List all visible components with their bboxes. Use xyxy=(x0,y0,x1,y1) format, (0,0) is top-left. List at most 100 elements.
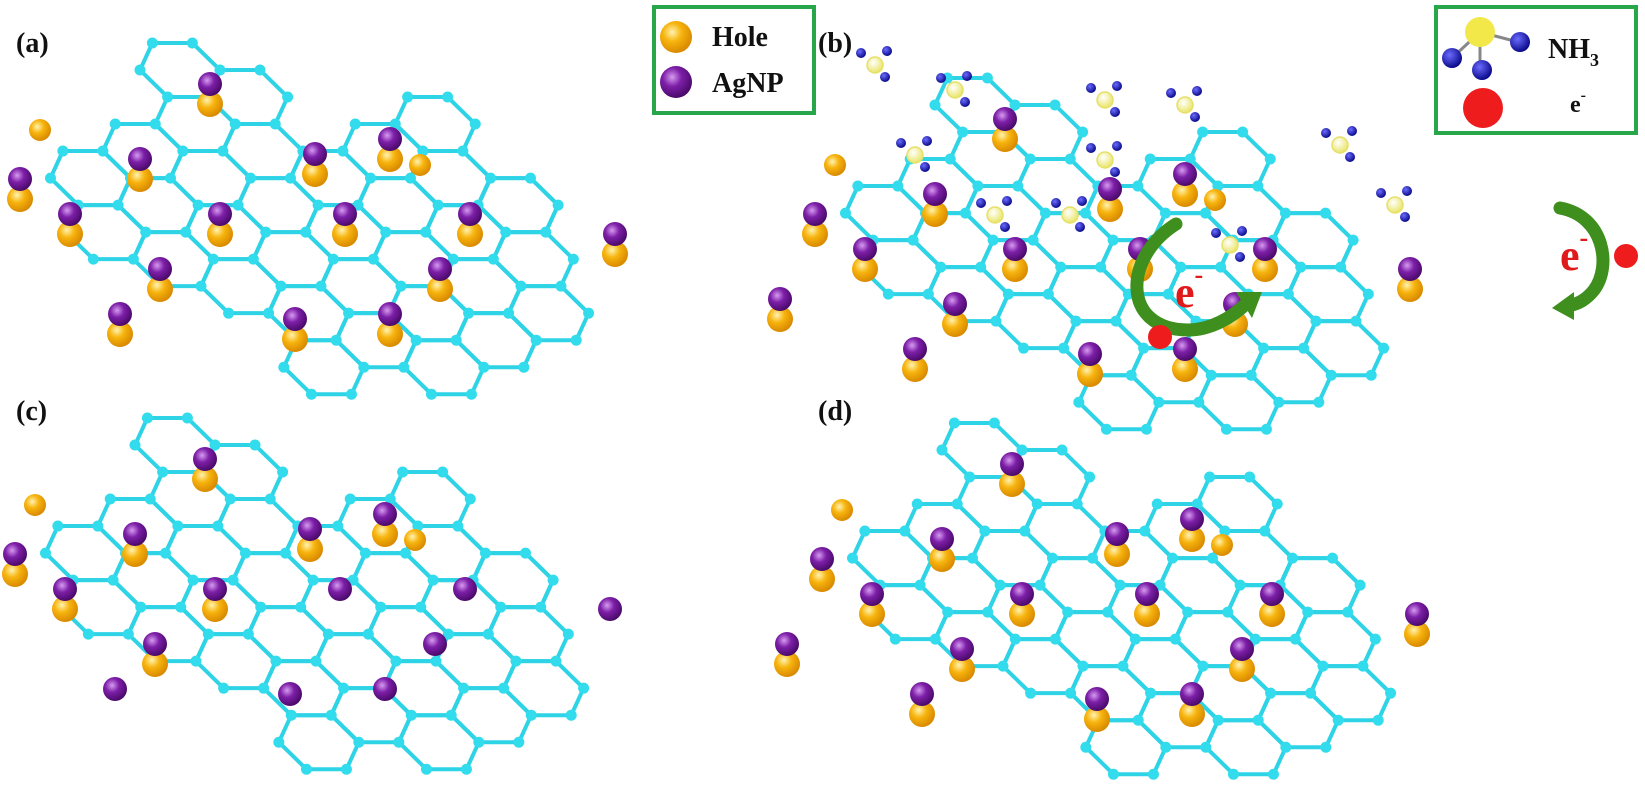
lattice-atom xyxy=(552,199,564,211)
lattice-hexagon xyxy=(1090,529,1175,588)
lattice-atom xyxy=(432,199,444,211)
lattice-atom xyxy=(478,361,490,373)
lattice-atom xyxy=(263,307,275,319)
nh3-molecule xyxy=(1166,86,1202,122)
agnp-particle xyxy=(603,222,627,246)
hole-particle xyxy=(297,536,323,562)
lattice-hexagon xyxy=(1135,691,1221,750)
lattice-atom xyxy=(157,466,169,478)
lattice-hexagon xyxy=(1248,346,1334,405)
lattice-atom xyxy=(1070,315,1082,327)
lattice-hexagon xyxy=(193,632,279,691)
lattice-atom xyxy=(500,226,512,238)
lattice-atom xyxy=(44,172,56,184)
lattice-atom xyxy=(1365,369,1377,381)
lattice-atom xyxy=(338,682,350,694)
lattice-hexagon xyxy=(1068,664,1153,723)
lattice-atom xyxy=(1049,99,1061,111)
panel-label-d: (d) xyxy=(818,396,852,427)
lattice-atom xyxy=(218,682,230,694)
lattice-hexagon xyxy=(392,95,478,154)
lattice-atom xyxy=(979,525,991,537)
lattice-atom xyxy=(852,180,864,192)
lattice-atom xyxy=(1132,714,1144,726)
nh3-molecule xyxy=(1376,186,1412,222)
lattice-atom xyxy=(1310,315,1322,327)
lattice-atom xyxy=(1154,579,1166,591)
lattice-hexagon xyxy=(485,605,571,664)
agnp-particle xyxy=(378,127,402,151)
lattice-atom xyxy=(109,118,121,130)
lattice-atom xyxy=(312,199,324,211)
lattice-atom xyxy=(1347,234,1359,246)
lattice-atom xyxy=(144,493,156,505)
hole-particle xyxy=(1104,541,1130,567)
lattice-atom xyxy=(1199,207,1211,219)
lattice-atom xyxy=(1378,342,1390,354)
agnp-particle xyxy=(1180,507,1204,531)
agnp-particle xyxy=(423,632,447,656)
electron-icon xyxy=(1148,325,1172,349)
lattice-atom xyxy=(1271,498,1283,510)
hole-particle xyxy=(602,241,628,267)
lattice-hexagon xyxy=(1061,319,1146,378)
hole-particle xyxy=(377,321,403,347)
lattice-atom xyxy=(1302,606,1314,618)
lattice-hexagon xyxy=(1270,211,1356,270)
agnp-particle xyxy=(373,502,397,526)
lattice-atom xyxy=(364,172,376,184)
lattice-atom xyxy=(1319,207,1331,219)
lattice-atom xyxy=(959,207,971,219)
lattice-atom xyxy=(550,655,562,667)
lattice-hexagon xyxy=(168,149,253,208)
lattice-atom xyxy=(1034,579,1046,591)
lattice-hexagon xyxy=(220,122,306,181)
lattice-atom xyxy=(162,91,174,103)
agnp-particle xyxy=(853,237,877,261)
lattice-atom xyxy=(1080,741,1092,753)
hole-particle xyxy=(207,221,233,247)
lattice-atom xyxy=(1042,288,1054,300)
lattice-atom xyxy=(344,493,356,505)
lattice-atom xyxy=(209,439,221,451)
lattice-atom xyxy=(1244,471,1256,483)
lattice-atom xyxy=(223,307,235,319)
hole-particle xyxy=(1172,181,1198,207)
lattice-hexagon xyxy=(993,292,1079,351)
lattice-atom xyxy=(1273,396,1285,408)
lattice-hexagon xyxy=(288,149,373,208)
lattice-atom xyxy=(513,736,525,748)
lattice-atom xyxy=(922,288,934,300)
curved-arrow-icon xyxy=(1553,201,1610,313)
lattice-atom xyxy=(1298,342,1310,354)
lattice-atom xyxy=(929,99,941,111)
hole-particle xyxy=(142,651,168,677)
lattice-atom xyxy=(402,91,414,103)
lattice-hexagon xyxy=(501,659,586,718)
panel-label-a: (a) xyxy=(16,28,49,59)
lattice-atom xyxy=(966,552,978,564)
agnp-particle xyxy=(1078,342,1102,366)
lattice-atom xyxy=(332,520,344,532)
lattice-atom xyxy=(310,655,322,667)
lattice-atom xyxy=(1147,768,1159,780)
lattice-atom xyxy=(232,199,244,211)
lattice-atom xyxy=(1206,552,1218,564)
hole-particle xyxy=(197,91,223,117)
agnp-particle xyxy=(428,257,452,281)
lattice-atom xyxy=(982,606,994,618)
hole-particle xyxy=(802,221,828,247)
lattice-atom xyxy=(375,601,387,613)
lattice-atom xyxy=(975,261,987,273)
lattice-atom xyxy=(92,520,104,532)
lattice-atom xyxy=(1102,606,1114,618)
agnp-particle xyxy=(1173,337,1197,361)
agnp-particle xyxy=(1105,522,1129,546)
lattice-atom xyxy=(1357,660,1369,672)
hole-particle xyxy=(824,154,846,176)
lattice-atom xyxy=(1125,369,1137,381)
hole-particle xyxy=(1229,656,1255,682)
lattice-atom xyxy=(465,388,477,400)
lattice-hexagon xyxy=(235,176,321,235)
